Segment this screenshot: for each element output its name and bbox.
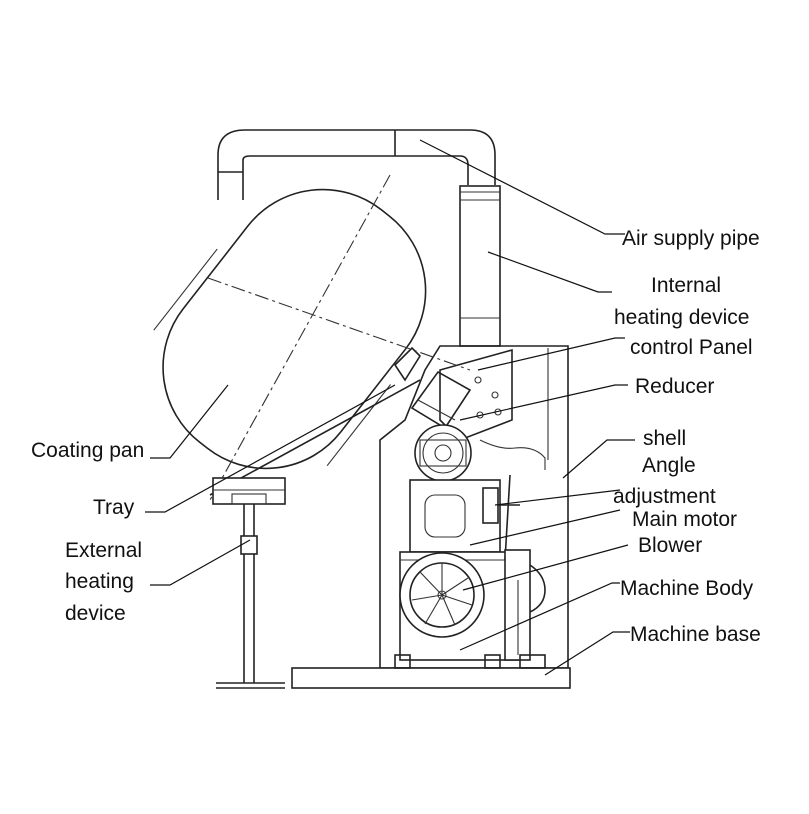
internal-heating-device-drawing <box>459 185 501 347</box>
air-supply-pipe-drawing <box>217 129 496 200</box>
label-control-panel: control Panel <box>630 336 753 359</box>
label-coating-pan: Coating pan <box>31 439 144 462</box>
external-heating-device-drawing <box>216 504 285 689</box>
label-tray: Tray <box>93 496 135 519</box>
tray-drawing <box>212 477 286 505</box>
label-blower: Blower <box>638 534 702 557</box>
label-reducer: Reducer <box>635 375 714 398</box>
label-angle-adjustment-line1: Angle <box>642 454 696 477</box>
label-internal-heating-line2: heating device <box>614 306 749 329</box>
control-panel-drawing <box>410 348 513 441</box>
blower-drawing <box>399 549 546 661</box>
label-external-heating-line1: External <box>65 539 142 562</box>
label-main-motor: Main motor <box>632 508 737 531</box>
angle-adjustment-drawing <box>482 474 520 561</box>
coating-pan-drawing <box>153 174 471 501</box>
label-external-heating-line3: device <box>65 602 126 625</box>
label-air-supply-pipe: Air supply pipe <box>622 227 760 250</box>
label-machine-base: Machine base <box>630 623 761 646</box>
label-shell: shell <box>643 427 686 450</box>
shell-drawing <box>379 345 569 669</box>
label-external-heating-line2: heating <box>65 570 134 593</box>
reducer-drawing <box>414 424 472 482</box>
label-angle-adjustment-line2: adjustment <box>613 485 716 508</box>
label-internal-heating-line1: Internal <box>651 274 721 297</box>
label-machine-body: Machine Body <box>620 577 754 600</box>
machine-base-drawing <box>291 654 571 689</box>
leader-lines <box>145 139 635 676</box>
